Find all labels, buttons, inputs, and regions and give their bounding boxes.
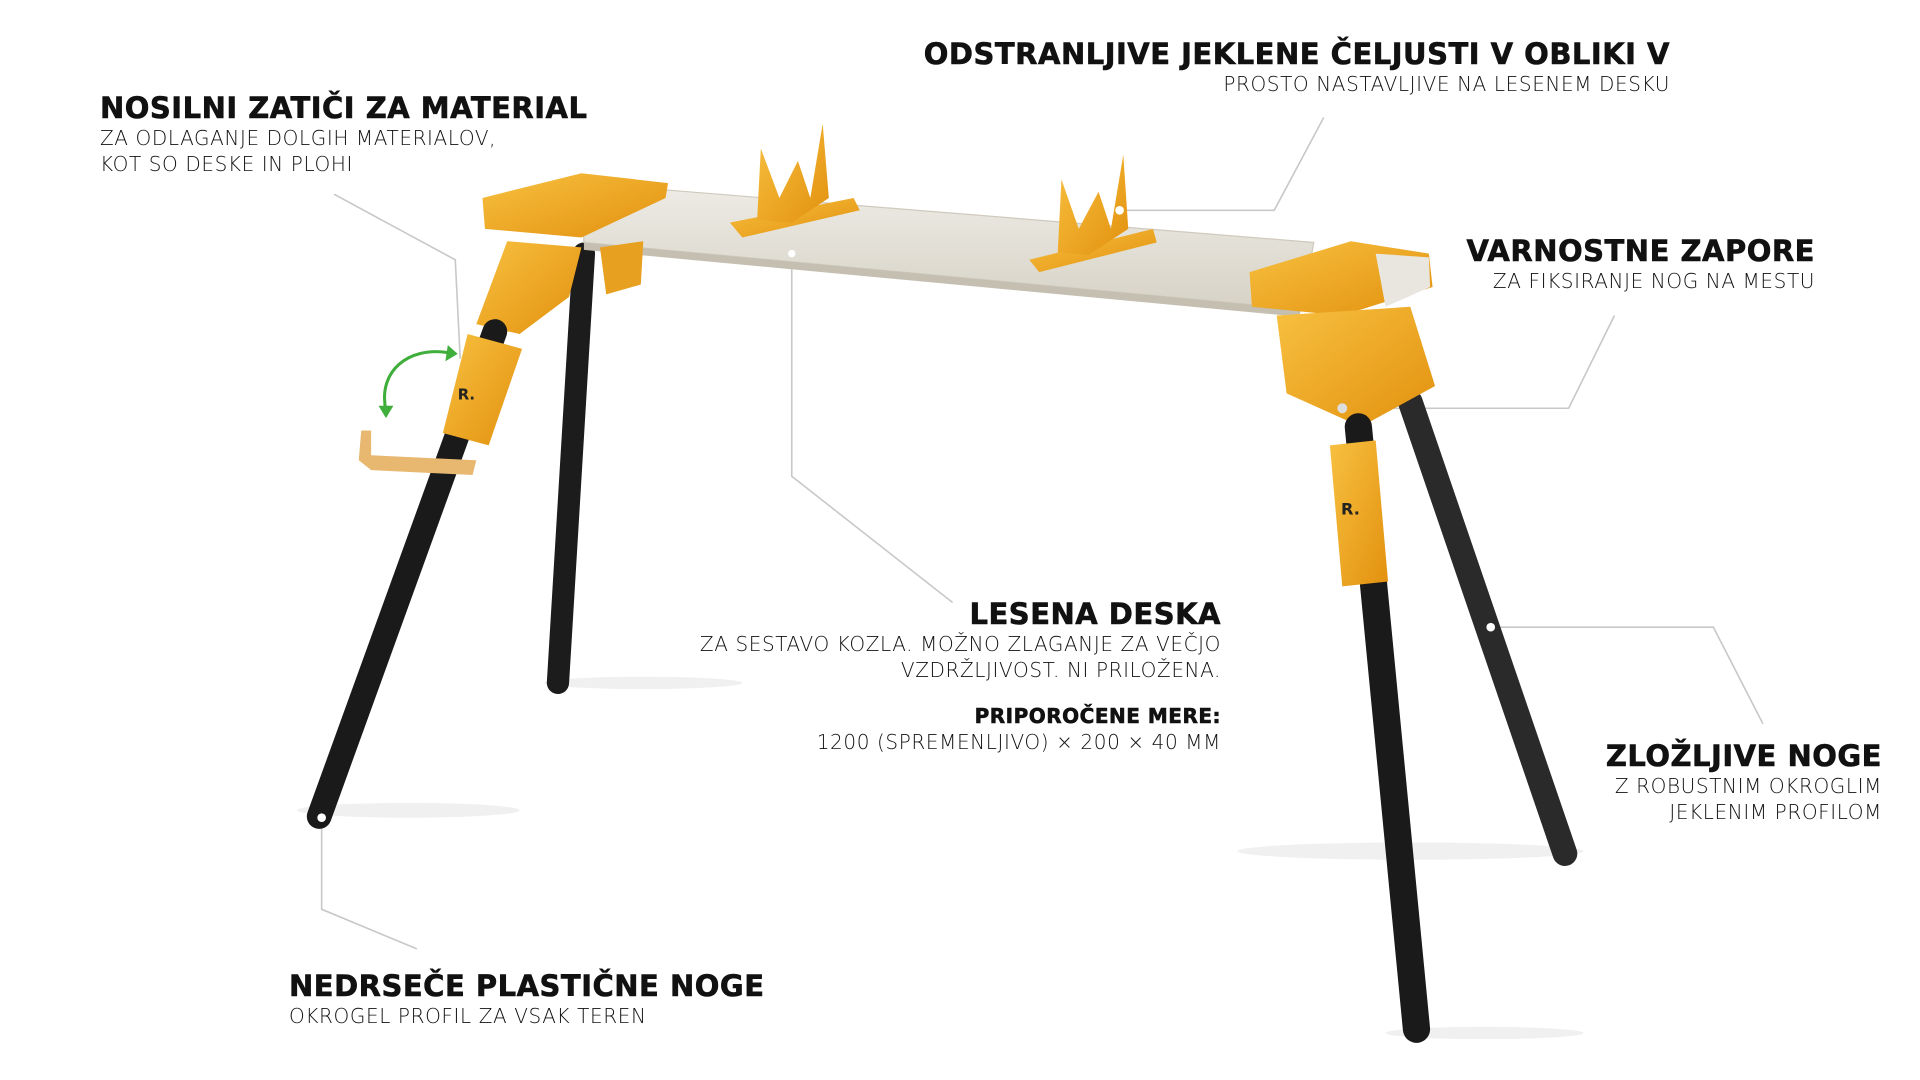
callout-dimensions: 1200 (SPREMENLJIVO) × 200 × 40 MM (816, 730, 1221, 754)
callout-material-pins: NOSILNI ZATIČI ZA MATERIAL ZA ODLAGANJE … (100, 91, 588, 177)
v-jaw-left (729, 123, 860, 238)
callout-text: KOT SO DESKE IN PLOHI (100, 152, 353, 176)
left-safety-lock (442, 334, 523, 446)
callout-non-slip-feet: NEDRSEČE PLASTIČNE NOGE OKROGEL PROFIL Z… (289, 969, 765, 1029)
floor-shadows (296, 676, 1584, 1040)
svg-text:R.: R. (1341, 500, 1360, 519)
callout-text: ZA FIKSIRANJE NOG NA MESTU (1492, 269, 1815, 293)
callout-title: NEDRSEČE PLASTIČNE NOGE (289, 969, 765, 1003)
callout-title: ZLOŽLJIVE NOGE (1605, 739, 1882, 773)
callout-text: ZA ODLAGANJE DOLGIH MATERIALOV, (100, 126, 497, 150)
callout-title: LESENA DESKA (969, 597, 1221, 631)
callout-text: JEKLENIM PROFILOM (1669, 800, 1882, 824)
rotate-arrow-icon (383, 350, 449, 412)
left-leg-bracket (476, 241, 582, 335)
callout-title: ODSTRANLJIVE JEKLENE ČELJUSTI V OBLIKI V (923, 37, 1670, 71)
callout-text: ZA SESTAVO KOZLA. MOŽNO ZLAGANJE ZA VEČJ… (699, 632, 1221, 656)
callout-title: VARNOSTNE ZAPORE (1466, 234, 1815, 268)
left-back-leg (546, 242, 596, 695)
wooden-board (580, 182, 1315, 310)
callout-subtitle: PRIPOROČENE MERE: (974, 704, 1221, 729)
callout-wooden-board: LESENA DESKA ZA SESTAVO KOZLA. MOŽNO ZLA… (699, 597, 1221, 755)
callout-safety-locks: VARNOSTNE ZAPORE ZA FIKSIRANJE NOG NA ME… (1466, 234, 1815, 294)
callout-text: OKROGEL PROFIL ZA VSAK TEREN (289, 1004, 647, 1028)
callout-folding-legs: ZLOŽLJIVE NOGE Z ROBUSTNIM OKROGLIM JEKL… (1605, 739, 1882, 825)
material-pin (358, 430, 477, 476)
right-leg-bracket (1276, 306, 1436, 427)
v-jaw-right (1029, 154, 1157, 273)
callout-steel-jaws: ODSTRANLJIVE JEKLENE ČELJUSTI V OBLIKI V… (923, 37, 1670, 97)
callout-title: NOSILNI ZATIČI ZA MATERIAL (100, 91, 588, 125)
right-safety-lock (1329, 440, 1389, 587)
left-end-cap (482, 173, 669, 238)
callout-text: VZDRŽLJIVOST. NI PRILOŽENA. (900, 658, 1221, 682)
svg-text:R.: R. (458, 387, 475, 404)
leader-dots (317, 205, 1496, 823)
callout-text: PROSTO NASTAVLJIVE NA LESENEM DESKU (1223, 72, 1670, 96)
leader-lines (320, 117, 1764, 950)
callout-text: Z ROBUSTNIM OKROGLIM (1614, 774, 1882, 798)
